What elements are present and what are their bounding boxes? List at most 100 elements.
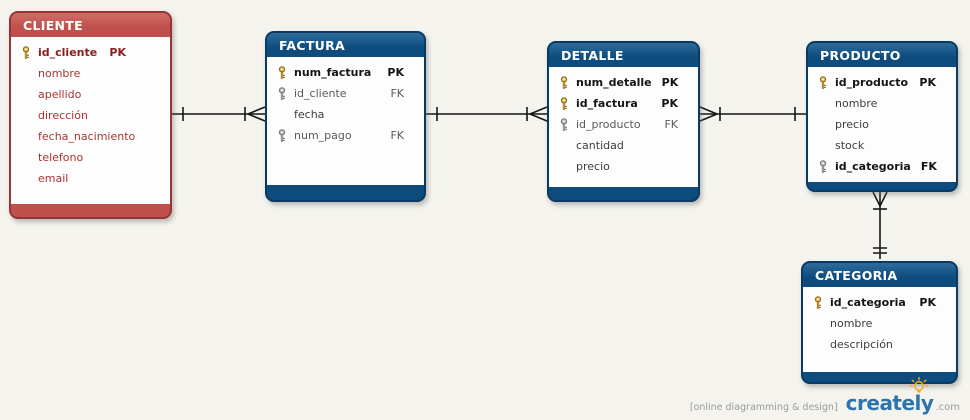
entity-factura-title[interactable]: FACTURA bbox=[267, 33, 424, 57]
field-name: email bbox=[38, 172, 69, 185]
primary-key-icon bbox=[557, 76, 570, 89]
key-tag: FK bbox=[664, 118, 678, 131]
field-row[interactable]: id_cliente FK bbox=[275, 83, 404, 104]
field-row[interactable]: id_factura PK bbox=[557, 93, 678, 114]
field-name: cantidad bbox=[576, 139, 624, 152]
entity-categoria[interactable]: CATEGORIA id_categoria PK nombre descrip… bbox=[801, 261, 958, 384]
field-name: precio bbox=[576, 160, 610, 173]
entity-categoria-title[interactable]: CATEGORIA bbox=[803, 263, 956, 287]
key-tag: PK bbox=[661, 76, 679, 89]
entity-detalle-fields: num_detalle PK id_factura PK id_producto… bbox=[549, 67, 698, 187]
creately-watermark: [online diagramming & design] creately bbox=[690, 377, 960, 415]
field-name: apellido bbox=[38, 88, 82, 101]
field-row[interactable]: id_categoria PK bbox=[811, 292, 936, 313]
primary-key-icon bbox=[557, 97, 570, 110]
key-tag: PK bbox=[109, 46, 126, 59]
key-tag: PK bbox=[919, 296, 936, 309]
entity-detalle[interactable]: DETALLE num_detalle PK id_factura PK bbox=[547, 41, 700, 202]
field-name: fecha bbox=[294, 108, 325, 121]
field-row[interactable]: dirección bbox=[19, 105, 126, 126]
creately-lightbulb-icon bbox=[909, 376, 929, 398]
no-key-spacer bbox=[816, 118, 829, 131]
entity-footer bbox=[808, 182, 956, 190]
field-name: nombre bbox=[830, 317, 873, 330]
entity-factura-fields: num_factura PK id_cliente FK fecha num_p… bbox=[267, 57, 424, 185]
field-name: id_categoria bbox=[830, 296, 906, 309]
field-row[interactable]: num_factura PK bbox=[275, 62, 404, 83]
field-row[interactable]: id_producto PK bbox=[816, 72, 936, 93]
connector-producto-categoria[interactable] bbox=[872, 191, 888, 259]
entity-cliente[interactable]: CLIENTE id_cliente PK nombre apellido di… bbox=[9, 11, 172, 219]
field-name: id_categoria bbox=[835, 160, 911, 173]
no-key-spacer bbox=[816, 97, 829, 110]
field-row[interactable]: num_detalle PK bbox=[557, 72, 678, 93]
field-row[interactable]: nombre bbox=[816, 93, 936, 114]
field-row[interactable]: descripción bbox=[811, 334, 936, 355]
field-name: precio bbox=[835, 118, 869, 131]
no-key-spacer bbox=[811, 338, 824, 351]
key-tag: FK bbox=[390, 87, 404, 100]
field-name: nombre bbox=[835, 97, 878, 110]
entity-producto[interactable]: PRODUCTO id_producto PK nombre precio st… bbox=[806, 41, 958, 192]
watermark-domain: .com bbox=[935, 402, 960, 413]
creately-brand-text: creately bbox=[845, 391, 934, 415]
entity-detalle-title[interactable]: DETALLE bbox=[549, 43, 698, 67]
field-name: telefono bbox=[38, 151, 84, 164]
key-tag: FK bbox=[390, 129, 404, 142]
field-row[interactable]: nombre bbox=[811, 313, 936, 334]
primary-key-icon bbox=[816, 76, 829, 89]
field-row[interactable]: precio bbox=[557, 156, 678, 177]
field-name: stock bbox=[835, 139, 865, 152]
entity-footer bbox=[549, 187, 698, 200]
entity-footer bbox=[267, 185, 424, 200]
key-tag: PK bbox=[661, 97, 678, 110]
entity-cliente-fields: id_cliente PK nombre apellido dirección … bbox=[11, 37, 170, 204]
field-name: fecha_nacimiento bbox=[38, 130, 136, 143]
field-name: id_producto bbox=[576, 118, 641, 131]
foreign-key-icon bbox=[557, 118, 570, 131]
field-row[interactable]: id_categoria FK bbox=[816, 156, 937, 177]
connector-cliente-factura[interactable] bbox=[172, 106, 266, 122]
field-row[interactable]: nombre bbox=[19, 63, 126, 84]
entity-footer bbox=[11, 204, 170, 217]
field-row[interactable]: apellido bbox=[19, 84, 126, 105]
entity-producto-title[interactable]: PRODUCTO bbox=[808, 43, 956, 67]
field-row[interactable]: id_cliente PK bbox=[19, 42, 126, 63]
foreign-key-icon bbox=[816, 160, 829, 173]
field-row[interactable]: precio bbox=[816, 114, 936, 135]
connector-detalle-producto[interactable] bbox=[699, 106, 806, 122]
field-row[interactable]: fecha bbox=[275, 104, 404, 125]
field-name: nombre bbox=[38, 67, 81, 80]
no-key-spacer bbox=[19, 109, 32, 122]
field-row[interactable]: telefono bbox=[19, 147, 126, 168]
no-key-spacer bbox=[19, 151, 32, 164]
key-tag: PK bbox=[387, 66, 404, 79]
field-row[interactable]: fecha_nacimiento bbox=[19, 126, 135, 147]
no-key-spacer bbox=[557, 139, 570, 152]
entity-footer bbox=[803, 372, 956, 382]
field-row[interactable]: num_pago FK bbox=[275, 125, 404, 146]
field-name: id_factura bbox=[576, 97, 638, 110]
creately-logo[interactable]: creately bbox=[845, 377, 934, 415]
primary-key-icon bbox=[19, 46, 32, 59]
entity-factura[interactable]: FACTURA num_factura PK id_cliente FK fec… bbox=[265, 31, 426, 202]
no-key-spacer bbox=[19, 67, 32, 80]
entity-cliente-title[interactable]: CLIENTE bbox=[11, 13, 170, 37]
field-row[interactable]: stock bbox=[816, 135, 936, 156]
no-key-spacer bbox=[275, 108, 288, 121]
no-key-spacer bbox=[19, 88, 32, 101]
primary-key-icon bbox=[811, 296, 824, 309]
connector-factura-detalle[interactable] bbox=[426, 106, 548, 122]
no-key-spacer bbox=[19, 172, 32, 185]
field-row[interactable]: cantidad bbox=[557, 135, 678, 156]
field-row[interactable]: id_producto FK bbox=[557, 114, 678, 135]
field-row[interactable]: email bbox=[19, 168, 126, 189]
foreign-key-icon bbox=[275, 87, 288, 100]
field-name: num_factura bbox=[294, 66, 372, 79]
field-name: dirección bbox=[38, 109, 88, 122]
entity-categoria-fields: id_categoria PK nombre descripción bbox=[803, 287, 956, 372]
no-key-spacer bbox=[816, 139, 829, 152]
field-name: id_producto bbox=[835, 76, 909, 89]
